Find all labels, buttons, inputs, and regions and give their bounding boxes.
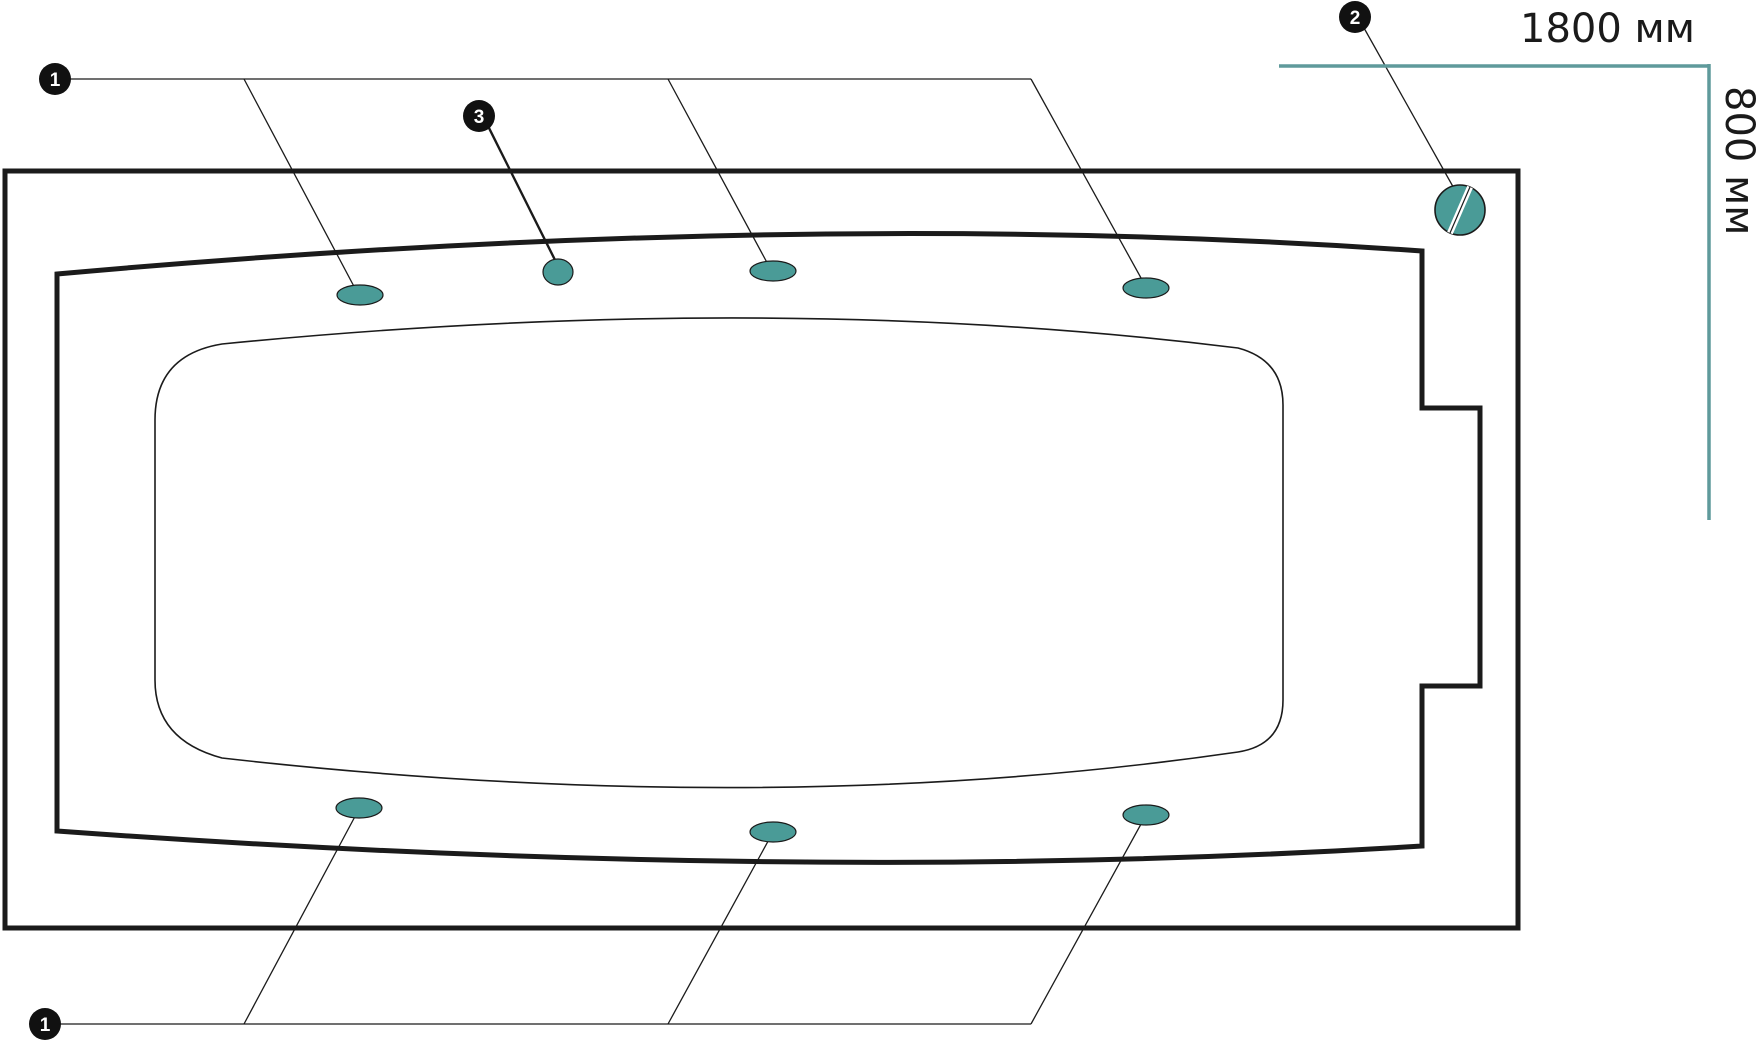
length-dimension-label: 1800 мм [1520,6,1695,52]
top-jets-leader [56,78,1147,295]
bottom-jets-leader [46,808,1147,1025]
callout-jets-top: 1 [39,63,71,95]
callout-backrest-jet: 3 [463,100,495,132]
jet-icon [749,260,797,282]
width-dimension-label: 800 мм [1716,86,1762,235]
callout-number: 3 [474,107,485,128]
jet-icon [749,821,797,843]
dimension-lines [1279,64,1711,520]
callout-number: 1 [50,70,61,91]
tub-outer-rim [2,168,1521,931]
backrest-jet-icon [542,258,574,286]
callout-number: 1 [40,1015,51,1036]
drain-leader [1363,27,1457,193]
top-jets [336,258,1170,306]
callout-jets-bottom: 1 [29,1008,61,1040]
tub-basin [154,317,1284,789]
bottom-jets [335,797,1170,843]
jet-icon [336,284,384,306]
callout-drain: 2 [1339,1,1371,33]
tub-inner-shell [54,231,1483,865]
drain-overflow-icon [1434,184,1486,236]
jet-icon [1122,804,1170,826]
callout-number: 2 [1350,8,1361,29]
jet-icon [335,797,383,819]
jet-icon [1122,277,1170,299]
backrest-jet-leader [484,121,558,263]
